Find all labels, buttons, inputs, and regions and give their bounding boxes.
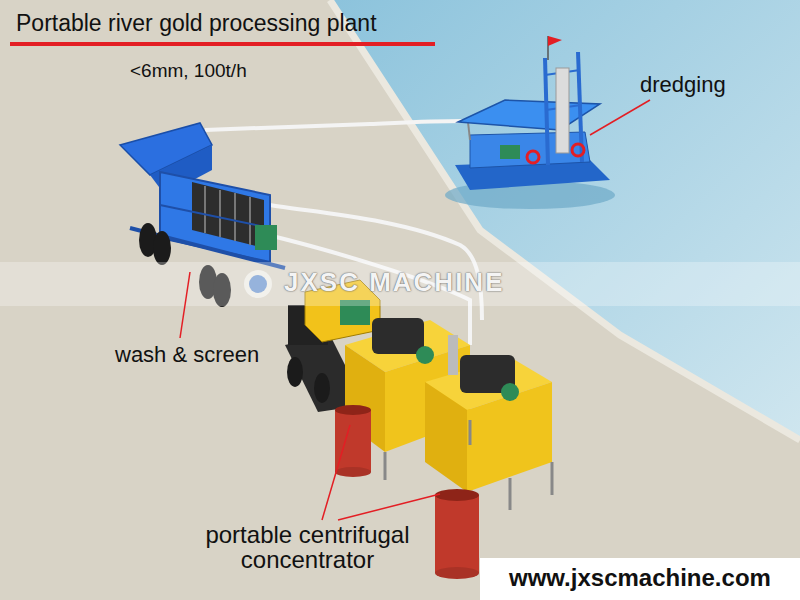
dredger-boat (548, 36, 562, 46)
leader-lines (590, 100, 650, 135)
part-name: wash & screen (115, 342, 259, 367)
concentrator-trailer (285, 280, 552, 510)
concentrator-trailer (287, 357, 303, 387)
part-name: dredging (640, 72, 726, 97)
trommel-screen (192, 182, 264, 248)
tailing-barrels (335, 405, 371, 415)
dredger-boat (468, 122, 470, 140)
trommel-screen (234, 193, 236, 241)
concentrator-trailer (551, 462, 554, 495)
dredger-boat (445, 36, 615, 209)
watermark: JXSC MACHINE (284, 268, 504, 298)
concentrator-trailer (467, 382, 552, 492)
part-name: portable centrifugal concentrator (175, 522, 440, 572)
tailing-barrels (335, 467, 371, 477)
website-url: www.jxscmachine.com (509, 564, 800, 593)
title-underline (10, 42, 435, 46)
dredger-boat (572, 144, 584, 156)
trommel-screen (160, 205, 270, 228)
spec-note: <6mm, 100t/h (130, 60, 247, 82)
trommel-screen (249, 197, 251, 245)
concentrator-trailer (384, 452, 387, 480)
watermark-band (244, 270, 272, 298)
tailing-barrels (435, 495, 479, 573)
tailing-barrels (435, 567, 479, 579)
concentrator-trailer (416, 346, 434, 364)
concentrator-trailer (509, 478, 512, 510)
watermark-band (0, 262, 800, 306)
title-underline (10, 42, 435, 46)
title: Portable river gold processing plant (16, 10, 377, 36)
tailing-barrels (335, 410, 371, 472)
dredger-boat (500, 145, 520, 159)
leader-lines (180, 100, 650, 520)
concentrator-trailer (314, 373, 330, 403)
dredger-boat (527, 151, 539, 163)
concentrator-trailer (372, 318, 424, 354)
dredger-boat (556, 68, 569, 153)
concentrator-trailer (448, 335, 458, 375)
tailing-barrels (435, 489, 479, 501)
website-box: www.jxscmachine.com (480, 558, 800, 600)
leader-lines (322, 425, 350, 520)
leader-lines (338, 494, 440, 520)
trommel-screen (219, 190, 221, 237)
concentrator-trailer (425, 382, 467, 492)
concentrator-trailer (469, 420, 472, 445)
trommel-screen (153, 231, 171, 265)
watermark-band (249, 275, 267, 293)
concentrator-trailer (501, 383, 519, 401)
watermark-band (0, 262, 800, 306)
leader-lines (180, 272, 190, 338)
trommel-screen (255, 225, 277, 250)
trommel-screen (204, 186, 206, 233)
dredger-boat (470, 132, 590, 168)
